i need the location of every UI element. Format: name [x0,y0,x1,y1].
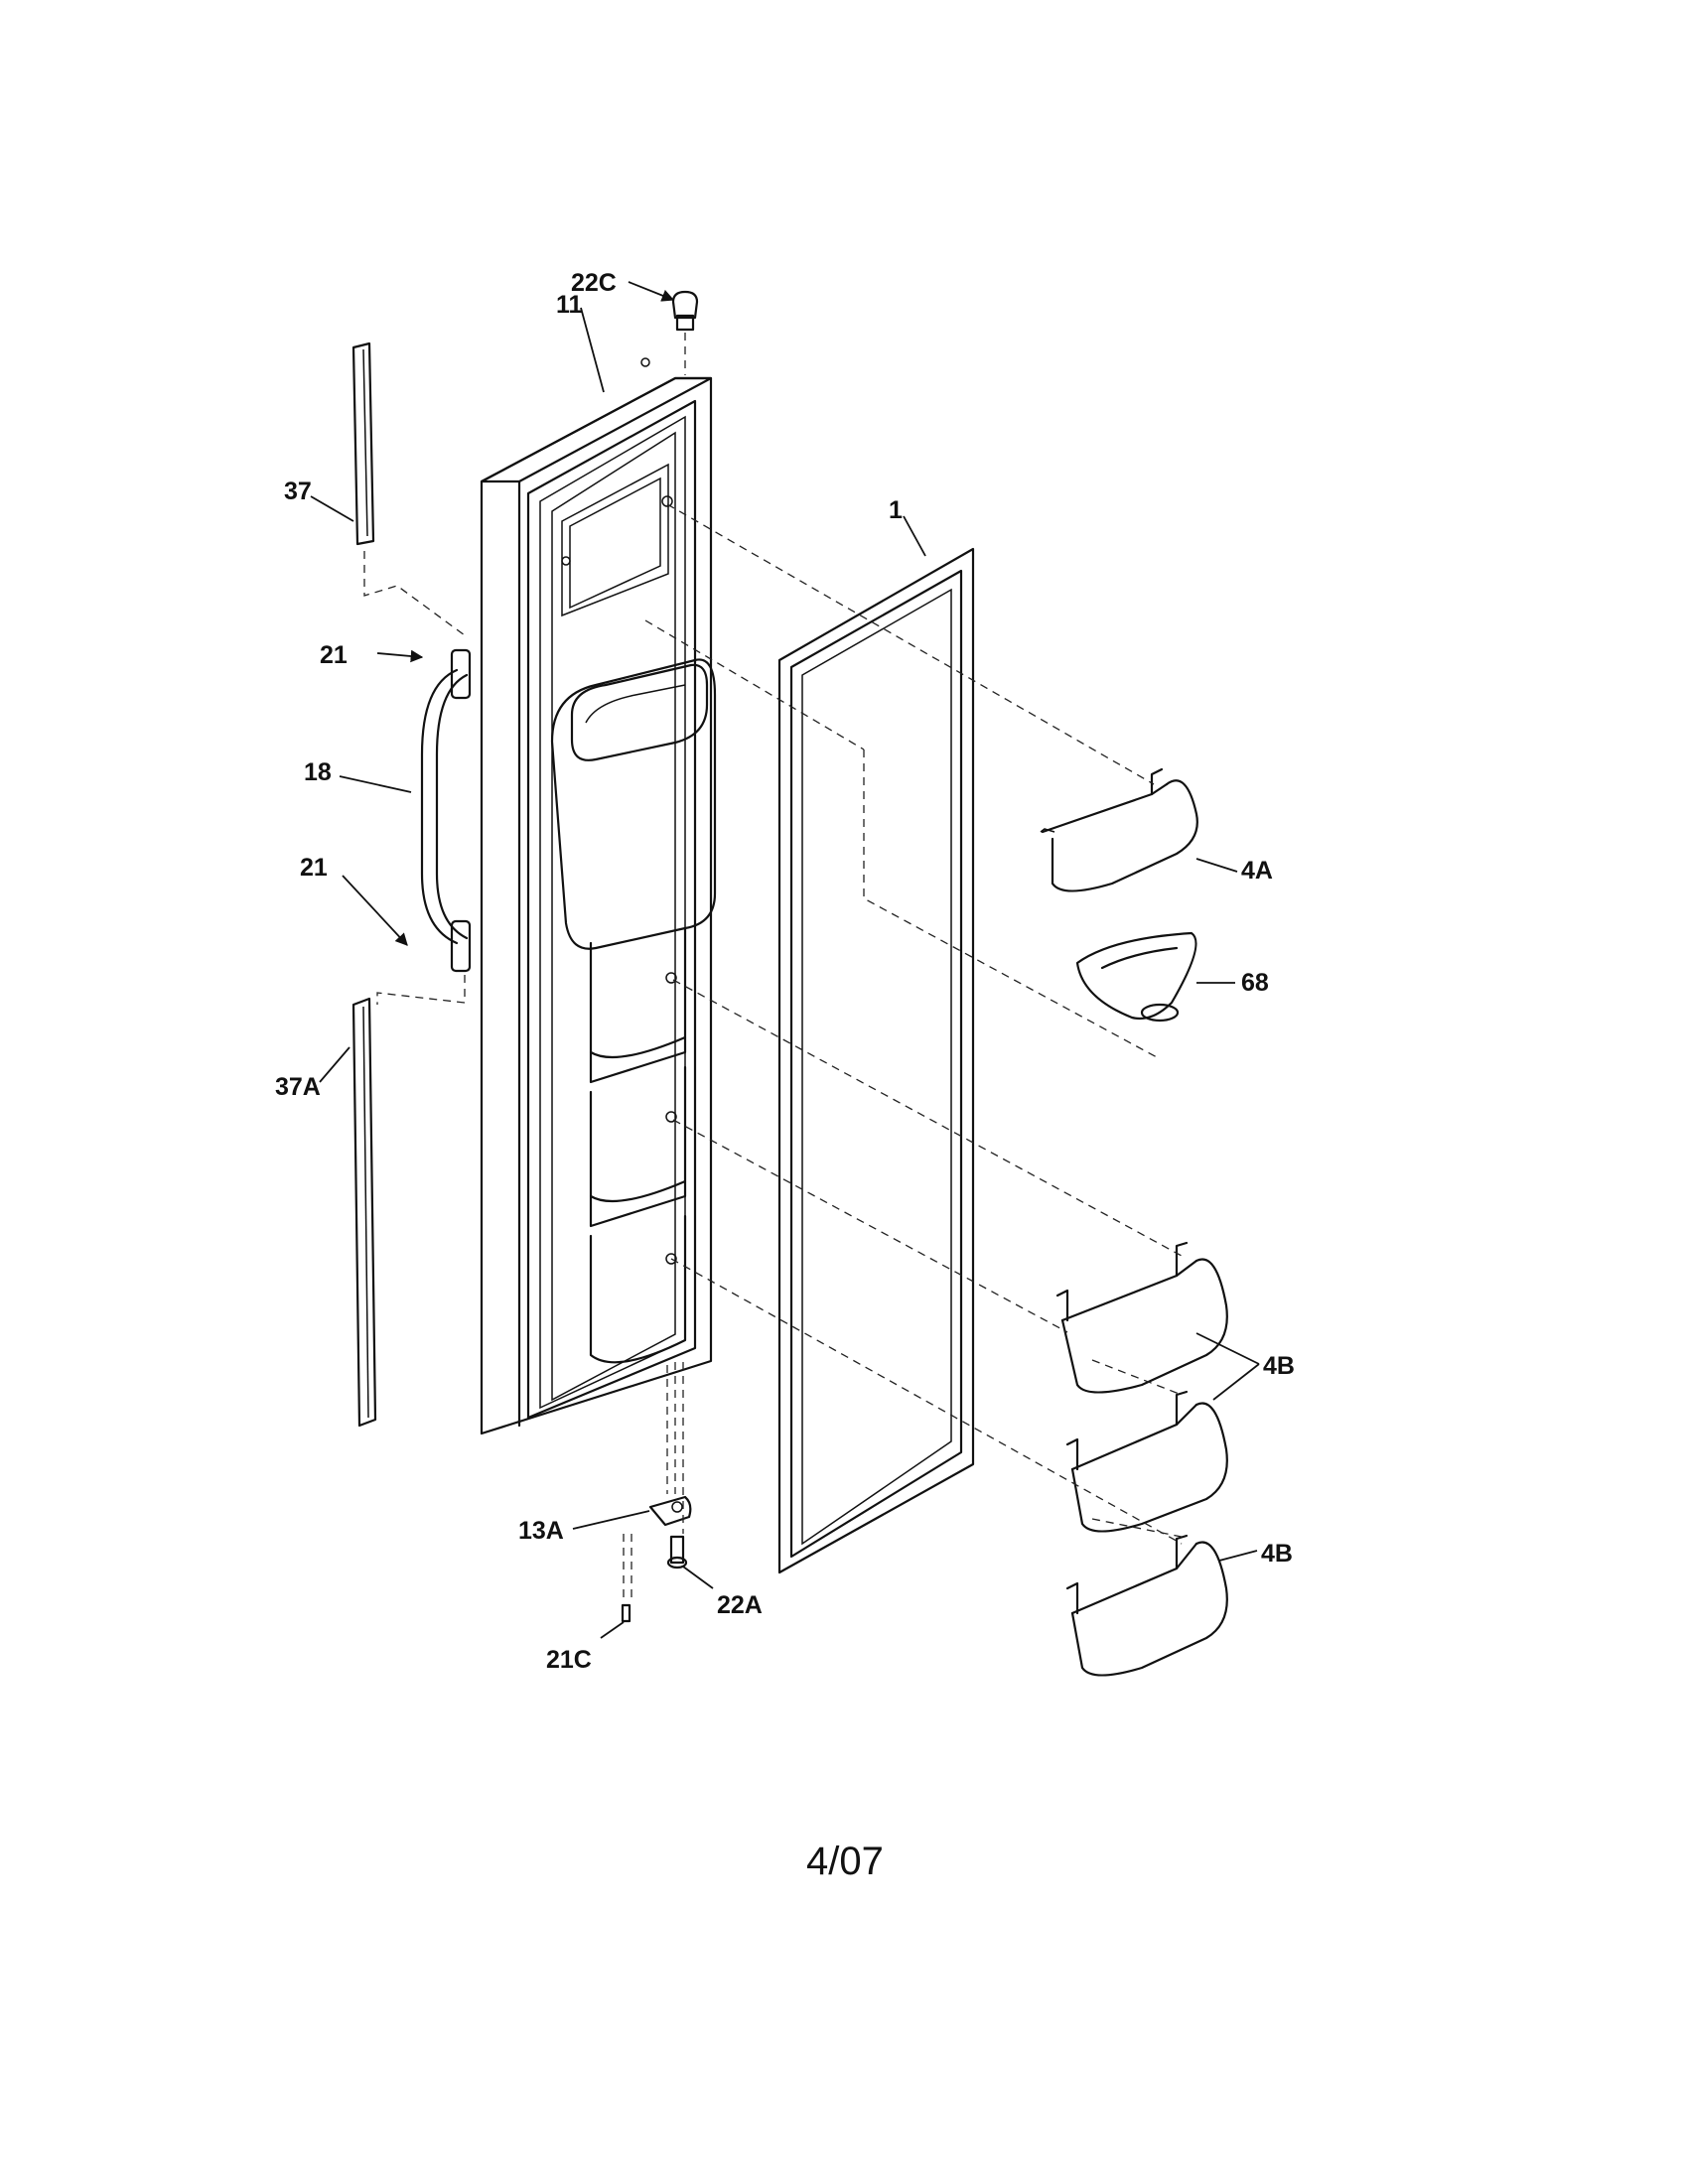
label-1: 1 [889,496,903,524]
label-21C: 21C [546,1646,592,1674]
leader-lines [310,281,1260,1639]
trim-strip-37 [351,341,375,546]
bin-4A [1040,767,1198,892]
assembly-dash-lines [363,333,1183,1603]
door-assembly [480,357,717,1435]
hinge-pin-22C [671,290,699,332]
label-37A: 37A [275,1073,321,1101]
label-68: 68 [1241,969,1269,997]
label-21-bottom: 21 [300,854,328,882]
label-22C: 22C [571,269,617,297]
label-18: 18 [304,758,332,786]
trim-strip-37A [351,997,377,1428]
label-4B-single: 4B [1261,1540,1293,1568]
label-37: 37 [284,478,312,505]
label-4B-pair: 4B [1263,1352,1295,1380]
hinge-pin-22A [666,1535,688,1570]
label-4A: 4A [1241,857,1273,885]
screw-21C [621,1603,632,1623]
label-21-top: 21 [320,641,348,669]
part-labels: 22C 11 37 1 21 18 21 4A 68 37A 4B 4B 13A… [275,269,1295,1674]
door-gasket [777,547,975,1574]
bin-4B-middle [1065,1390,1228,1533]
label-22A: 22A [717,1591,763,1619]
revision-date: 4/07 [806,1840,884,1883]
handle-18 [420,648,472,973]
hinge-13A [648,1495,692,1527]
bin-4B-upper [1055,1241,1228,1394]
bin-4B-lower [1065,1534,1228,1677]
bin-68 [1075,931,1197,1023]
label-11: 11 [556,291,583,319]
label-13A: 13A [518,1517,564,1545]
